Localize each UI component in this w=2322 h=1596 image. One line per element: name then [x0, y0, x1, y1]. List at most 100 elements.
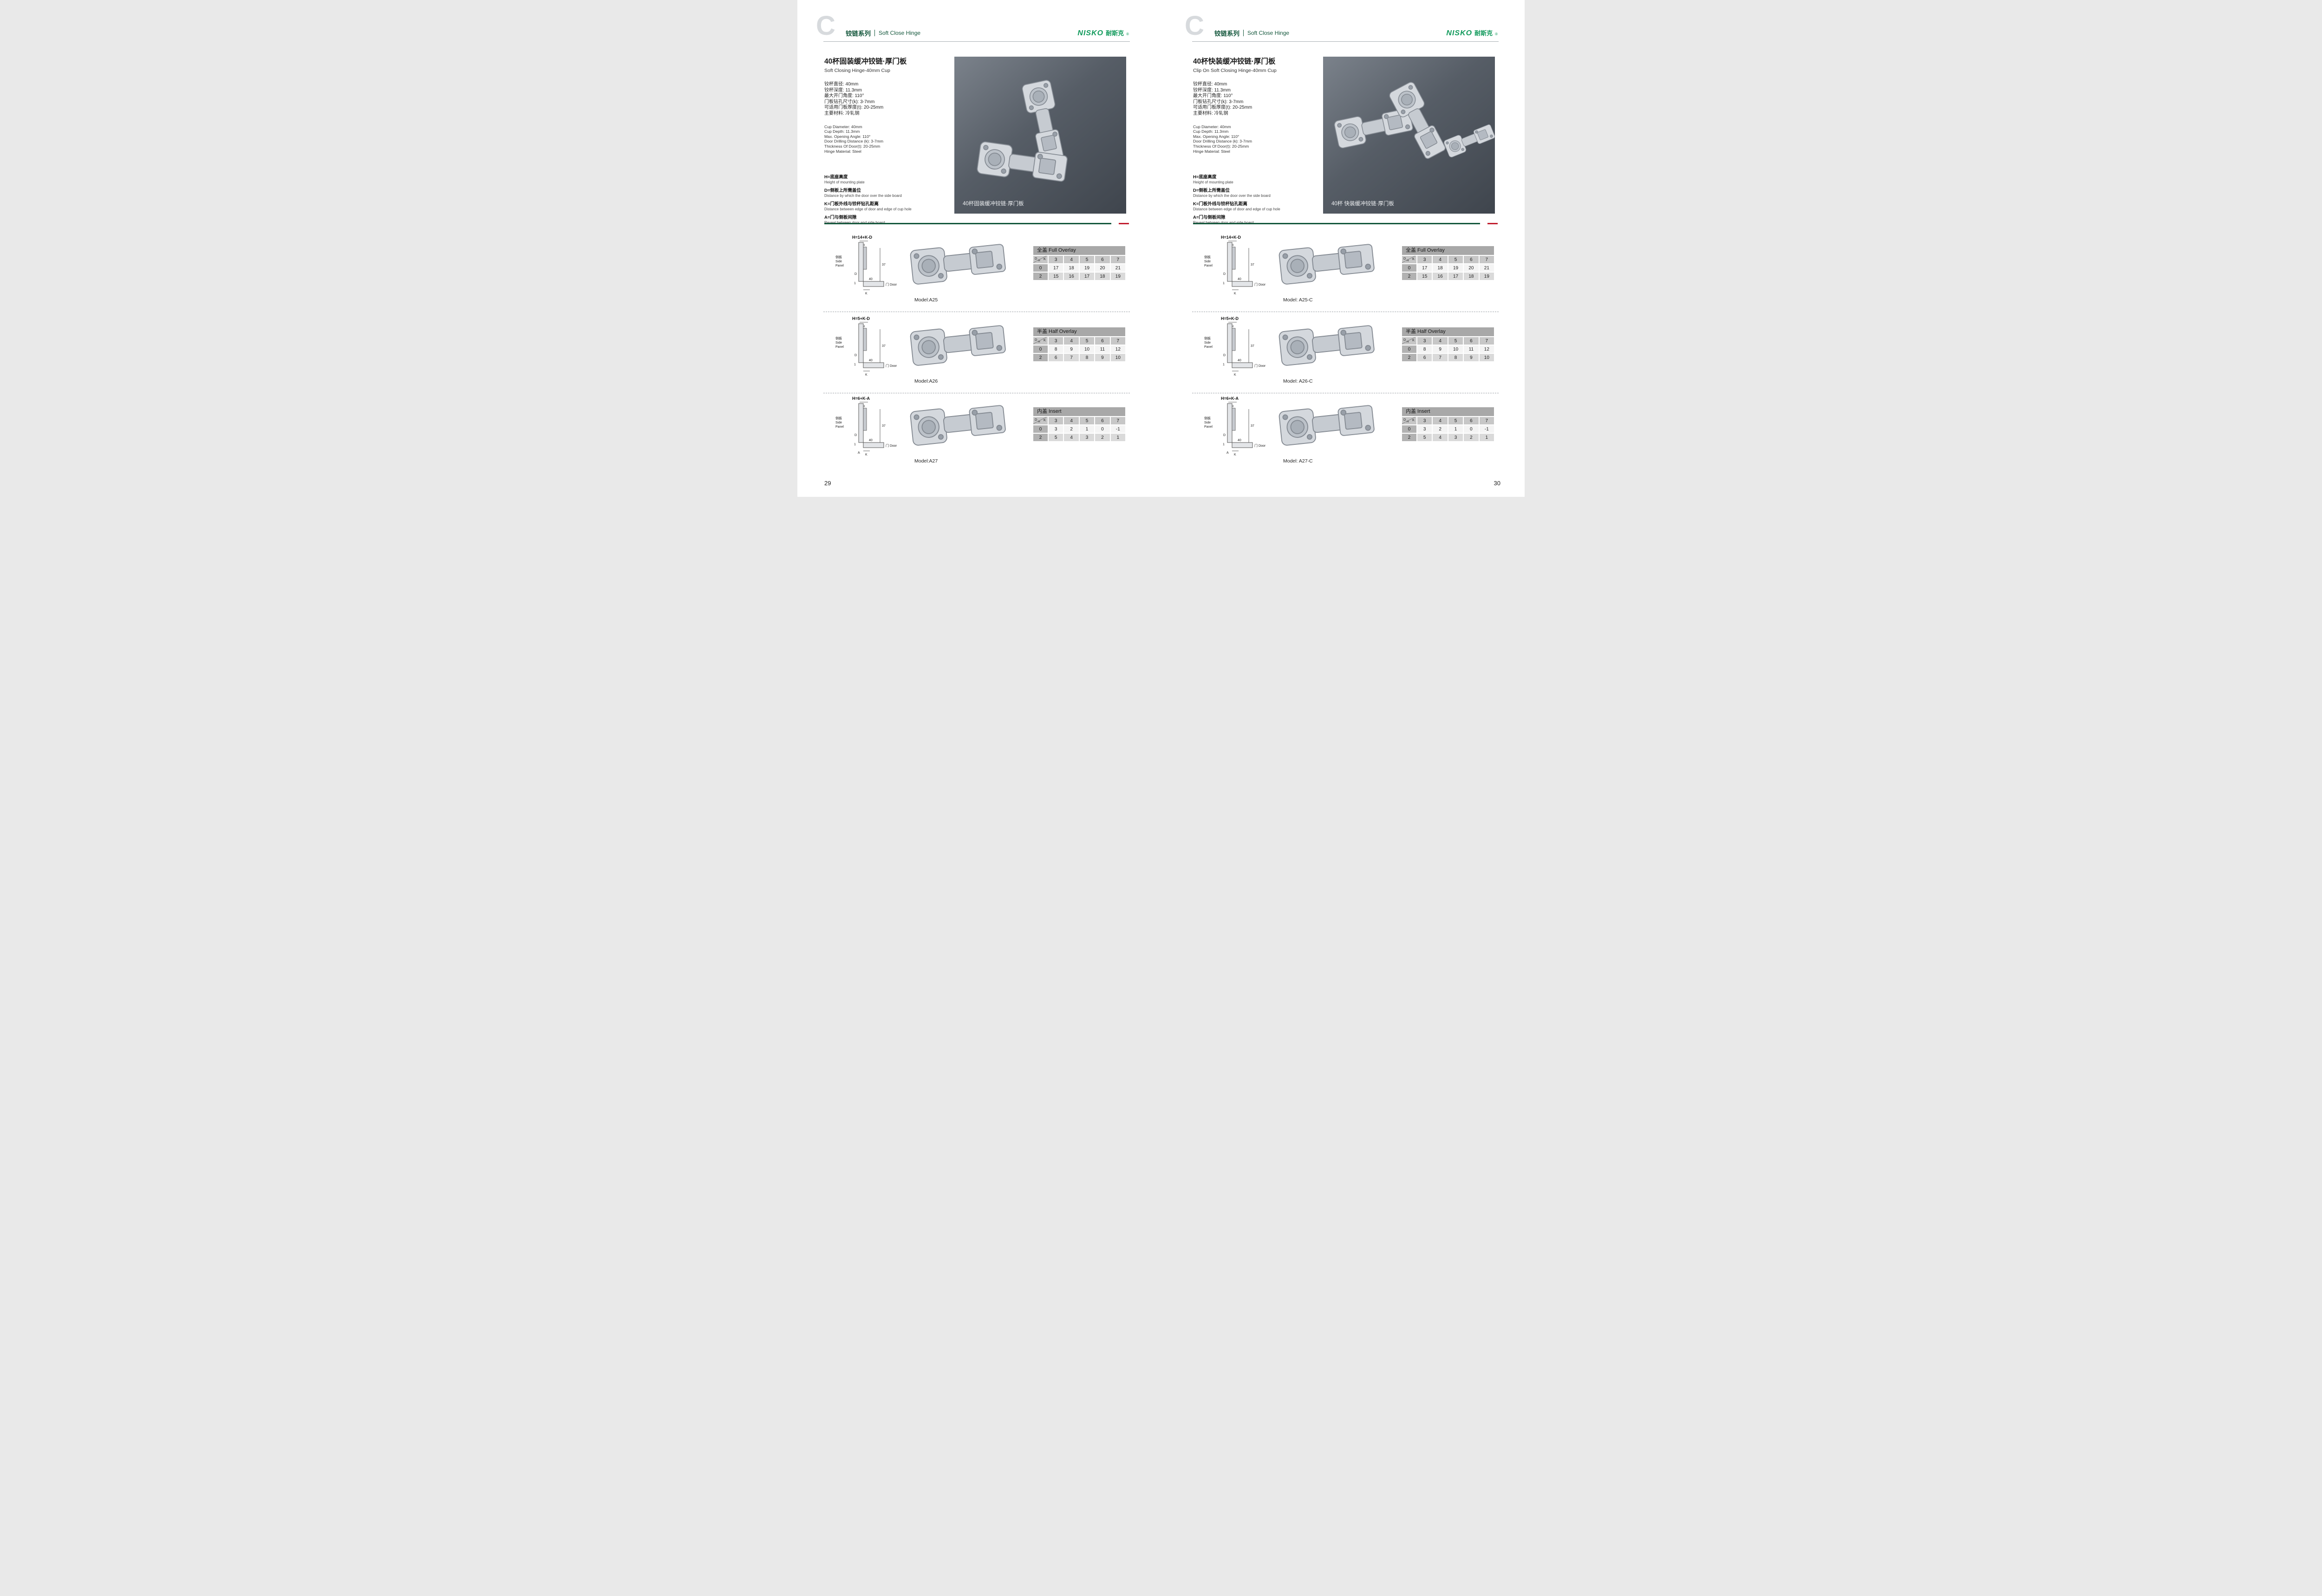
- series-title-cn: 铰链系列: [846, 30, 871, 37]
- table-cell: 2: [1095, 434, 1110, 441]
- svg-text:D: D: [1223, 434, 1226, 437]
- mounting-diagram: H=6+K-A H 侧板 Side Panel D 37 40 门 Door 1…: [1204, 396, 1266, 456]
- image-caption: 40杯固装缓冲铰链·厚门板: [963, 201, 1024, 207]
- d-row-label: 2: [1033, 354, 1048, 361]
- series-title-en: Soft Close Hinge: [879, 30, 921, 36]
- k-header-cell: 4: [1064, 256, 1079, 263]
- mounting-diagram: H=5+K-D H 侧板 Side Panel D 37 40 门 Door 1…: [1204, 316, 1266, 377]
- table-title: 内盖 Insert: [1033, 407, 1125, 416]
- legend-item: D=侧板上所需盖位 Distance by which the door ove…: [1193, 187, 1320, 198]
- svg-text:1: 1: [1223, 363, 1225, 366]
- svg-text:A: A: [1226, 451, 1229, 455]
- spec-line: 主要材料: 冷轧钢: [1193, 111, 1228, 116]
- table-cell: 18: [1095, 273, 1110, 280]
- table-cell: 3: [1417, 425, 1432, 433]
- model-label: Model:A27: [914, 458, 938, 464]
- svg-text:侧板: 侧板: [1204, 336, 1211, 340]
- table-cell: 21: [1110, 264, 1126, 272]
- table-corner-cell: D H K: [1402, 337, 1416, 345]
- legend-en: Reveal between door and side board: [824, 221, 952, 225]
- table-cell: 2: [1433, 425, 1448, 433]
- k-header-cell: 7: [1479, 417, 1494, 424]
- legend-cn: K=门板外线与铰杯钻孔距离: [824, 202, 879, 207]
- product-title-cn: 40杯固装缓冲铰链·厚门板: [824, 58, 907, 65]
- legend-en: Height of mounting plate: [824, 180, 865, 185]
- page-header: C 铰链系列 Soft Close Hinge NISKO 耐斯克 ®: [816, 11, 1130, 42]
- spec-line: 最大开门角度: 110°: [1193, 93, 1233, 99]
- svg-text:H: H: [862, 325, 865, 328]
- k-header-cell: 7: [1479, 337, 1494, 345]
- legend-cn: K=门板外线与铰杯钻孔距离: [1193, 202, 1247, 207]
- d-row-label: 2: [1402, 354, 1416, 361]
- svg-text:门 Door: 门 Door: [1254, 282, 1266, 287]
- svg-text:D: D: [854, 434, 857, 437]
- table-cell: 6: [1049, 354, 1063, 361]
- table-cell: 17: [1417, 264, 1432, 272]
- spec-line: 铰杯直径: 40mm: [1193, 82, 1227, 87]
- svg-text:门 Door: 门 Door: [886, 282, 897, 287]
- corner-d-label: D: [1035, 338, 1037, 342]
- svg-text:Side: Side: [835, 421, 842, 424]
- spec-line: Cup Depth: 11.3mm: [824, 129, 860, 134]
- hinge-product-photo: [1278, 402, 1376, 446]
- table-title: 全盖 Full Overlay: [1402, 246, 1494, 255]
- svg-text:40: 40: [1238, 359, 1241, 362]
- svg-text:H: H: [862, 405, 865, 408]
- svg-text:A: A: [858, 451, 860, 455]
- brand-logo-latin: NISKO: [1446, 29, 1473, 37]
- catalog-spread: C 铰链系列 Soft Close Hinge NISKO 耐斯克 ® 40杯固…: [797, 0, 1525, 497]
- k-header-cell: 7: [1110, 417, 1126, 424]
- table-cell: 10: [1448, 345, 1463, 353]
- svg-text:门 Door: 门 Door: [886, 443, 897, 448]
- table-cell: 12: [1110, 345, 1126, 353]
- k-header-cell: 6: [1464, 256, 1479, 263]
- corner-h-label: H: [1407, 259, 1409, 262]
- svg-text:门 Door: 门 Door: [1254, 443, 1266, 448]
- product-title-cn: 40杯快装缓冲铰链·厚门板: [1193, 58, 1276, 65]
- spec-line: Hinge Material: Steel: [824, 149, 861, 154]
- legend-item: A=门与侧板间隙 Reveal between door and side bo…: [824, 214, 952, 225]
- table-title: 全盖 Full Overlay: [1033, 246, 1125, 255]
- series-watermark-letter: C: [1185, 11, 1204, 41]
- spec-line: Max. Opening Angle: 110°: [824, 134, 871, 139]
- svg-text:H=5+K-D: H=5+K-D: [852, 316, 870, 321]
- table-cell: 2: [1064, 425, 1079, 433]
- k-header-cell: 7: [1110, 256, 1126, 263]
- svg-text:K: K: [865, 292, 867, 295]
- k-header-cell: 4: [1064, 417, 1079, 424]
- k-header-cell: 6: [1095, 337, 1110, 345]
- corner-k-label: K: [1412, 257, 1415, 261]
- spec-line: Max. Opening Angle: 110°: [1193, 134, 1239, 139]
- k-header-cell: 6: [1464, 337, 1479, 345]
- brand-logo-latin: NISKO: [1077, 29, 1104, 37]
- legend-item: H=底座高度 Height of mounting plate: [1193, 173, 1320, 184]
- svg-text:Panel: Panel: [1204, 425, 1213, 429]
- legend-cn: H=底座高度: [824, 175, 848, 180]
- table-cell: 1: [1448, 425, 1463, 433]
- table-cell: 12: [1479, 345, 1494, 353]
- spec-line: Thickness Of Door(t): 20-25mm: [824, 143, 881, 149]
- svg-text:37: 37: [1251, 345, 1254, 348]
- product-title-en: Soft Closing Hinge-40mm Cup: [824, 68, 890, 73]
- product-hero-image: 40杯固装缓冲铰链·厚门板: [954, 57, 1126, 214]
- svg-text:H: H: [1231, 244, 1233, 247]
- page-header: C 铰链系列 Soft Close Hinge NISKO 耐斯克 ®: [1185, 11, 1499, 42]
- svg-text:K: K: [1234, 292, 1236, 295]
- section-divider-accent: [1487, 223, 1498, 224]
- registered-mark: ®: [1495, 32, 1498, 36]
- svg-text:D: D: [1223, 273, 1226, 276]
- table-corner-cell: D H K: [1033, 337, 1048, 345]
- table-cell: 17: [1448, 273, 1463, 280]
- d-row-label: 0: [1402, 425, 1416, 433]
- legend-en: Height of mounting plate: [1193, 180, 1233, 185]
- mounting-diagram: H=14+K-D H 侧板 Side Panel D 37 40 门 Door …: [1204, 235, 1266, 295]
- d-row-label: 2: [1402, 434, 1416, 441]
- d-row-label: 2: [1033, 273, 1048, 280]
